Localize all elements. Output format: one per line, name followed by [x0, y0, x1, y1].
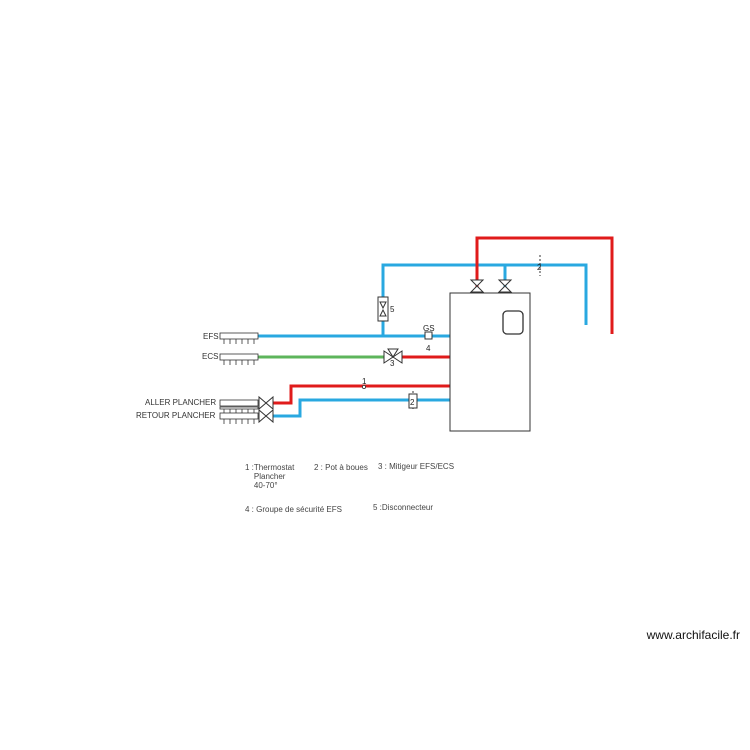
efs-label: EFS	[203, 332, 219, 341]
marker-2-top: 2	[537, 263, 542, 272]
efs-collector	[219, 332, 259, 344]
aller-plancher-valve	[258, 395, 274, 411]
hot-water-pipes	[272, 236, 614, 405]
disconnector	[377, 296, 389, 322]
safety-group	[424, 331, 433, 340]
legend-item-5: 5 :Disconnecteur	[373, 503, 434, 512]
legend-item-2: 2 : Pot à boues	[314, 463, 368, 472]
thermostat-sensor	[361, 384, 366, 389]
mud-pot-bottom	[408, 391, 418, 411]
watermark[interactable]: www.archifacile.fr	[646, 628, 740, 642]
marker-5: 5	[390, 305, 395, 314]
ecs-label: ECS	[202, 352, 218, 361]
boiler-display-panel	[502, 310, 524, 335]
marker-3: 3	[390, 359, 395, 368]
boiler-valve-left	[469, 279, 485, 293]
safety-group-label: GS	[423, 324, 435, 333]
mixer-valve	[383, 348, 403, 364]
marker-1: 1	[362, 377, 367, 386]
legend-item-3: 3 : Mitigeur EFS/ECS	[378, 462, 455, 471]
marker-2-bottom: 2	[410, 398, 415, 407]
marker-4: 4	[426, 344, 431, 353]
retour-plancher-collector	[219, 412, 259, 424]
retour-plancher-valve	[258, 408, 274, 424]
ecs-collector	[219, 353, 259, 365]
cold-water-pipes	[258, 263, 588, 418]
retour-plancher-pipe	[272, 398, 450, 418]
aller-plancher-pipe	[272, 384, 450, 405]
boiler-valve-right	[497, 279, 513, 293]
retour-plancher-label: RETOUR PLANCHER	[136, 411, 216, 420]
boiler-hot-outlet-pipe	[475, 236, 614, 334]
aller-plancher-label: ALLER PLANCHER	[145, 398, 216, 407]
aller-plancher-collector	[219, 399, 259, 413]
legend-item-1: 1 :Thermostat Plancher 40-70°	[245, 463, 295, 490]
legend-item-4: 4 : Groupe de sécurité EFS	[245, 505, 342, 514]
